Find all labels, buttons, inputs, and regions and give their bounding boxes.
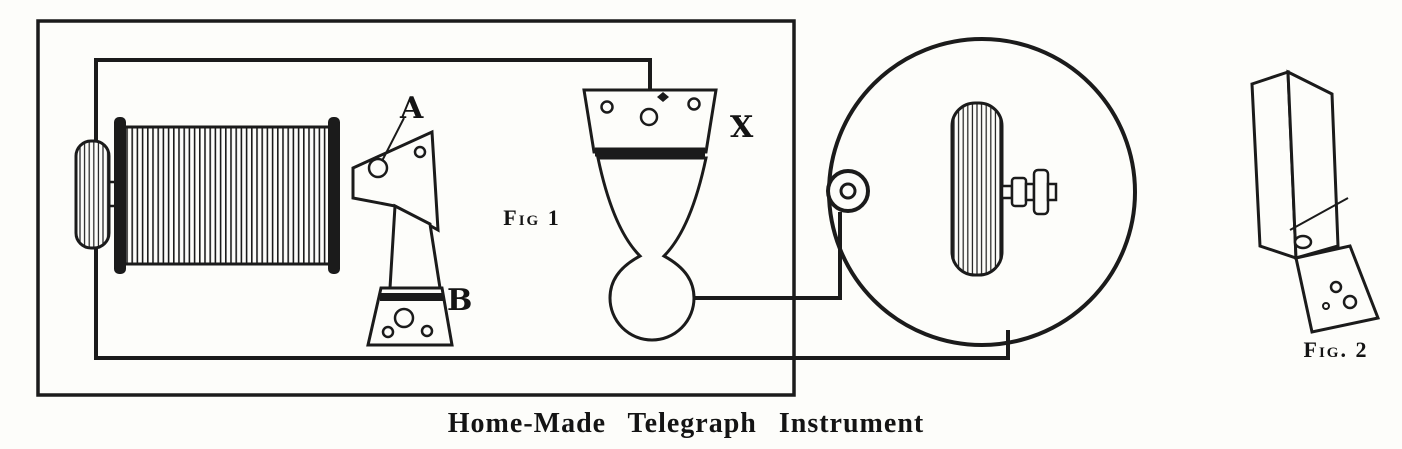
foot-hole-left — [381, 325, 395, 339]
baseboard-outline — [36, 19, 796, 397]
coil-flange-right — [328, 117, 340, 274]
foot-hole-right — [420, 324, 434, 338]
adjustment-knob — [74, 139, 111, 250]
bracket-face-hole — [1293, 234, 1313, 250]
label-armature-bottom: B — [447, 283, 472, 318]
key-plate-stud — [657, 92, 669, 102]
fig2-bracket — [1250, 69, 1381, 334]
binding-post — [1000, 168, 1058, 216]
base-hole-1 — [1329, 280, 1343, 294]
coil-winding — [122, 125, 332, 266]
coil-flange-left — [114, 117, 126, 274]
terminal-eyelet-hole — [839, 182, 857, 200]
foot-hole-center — [393, 307, 415, 329]
armature-bracket — [351, 117, 454, 347]
key-plate-hole-right — [687, 97, 701, 111]
fig2-label: Fig. 2 — [1304, 337, 1369, 362]
fig1-label: Fig 1 — [503, 205, 560, 230]
armature-hole-large — [367, 157, 389, 179]
key-plate-hole-center — [639, 107, 659, 127]
battery — [826, 37, 1137, 347]
battery-cell-cylinder — [950, 101, 1004, 277]
armature-hole-small — [413, 145, 427, 159]
label-key: X — [730, 110, 754, 145]
key-plate-hole-left — [600, 100, 614, 114]
bracket-fold-line — [1289, 197, 1349, 231]
label-armature-top: A — [399, 91, 424, 126]
electromagnet-coil — [74, 117, 340, 274]
key-paddle — [596, 156, 708, 342]
key-to-battery-wire — [690, 212, 842, 300]
label-a-leader-line — [381, 117, 405, 162]
base-hole-3 — [1322, 302, 1330, 310]
bracket-right-face — [1286, 69, 1340, 260]
base-hole-2 — [1342, 294, 1358, 310]
figure-caption: Home-Made Telegraph Instrument — [448, 408, 924, 439]
telegraph-key — [582, 88, 718, 342]
